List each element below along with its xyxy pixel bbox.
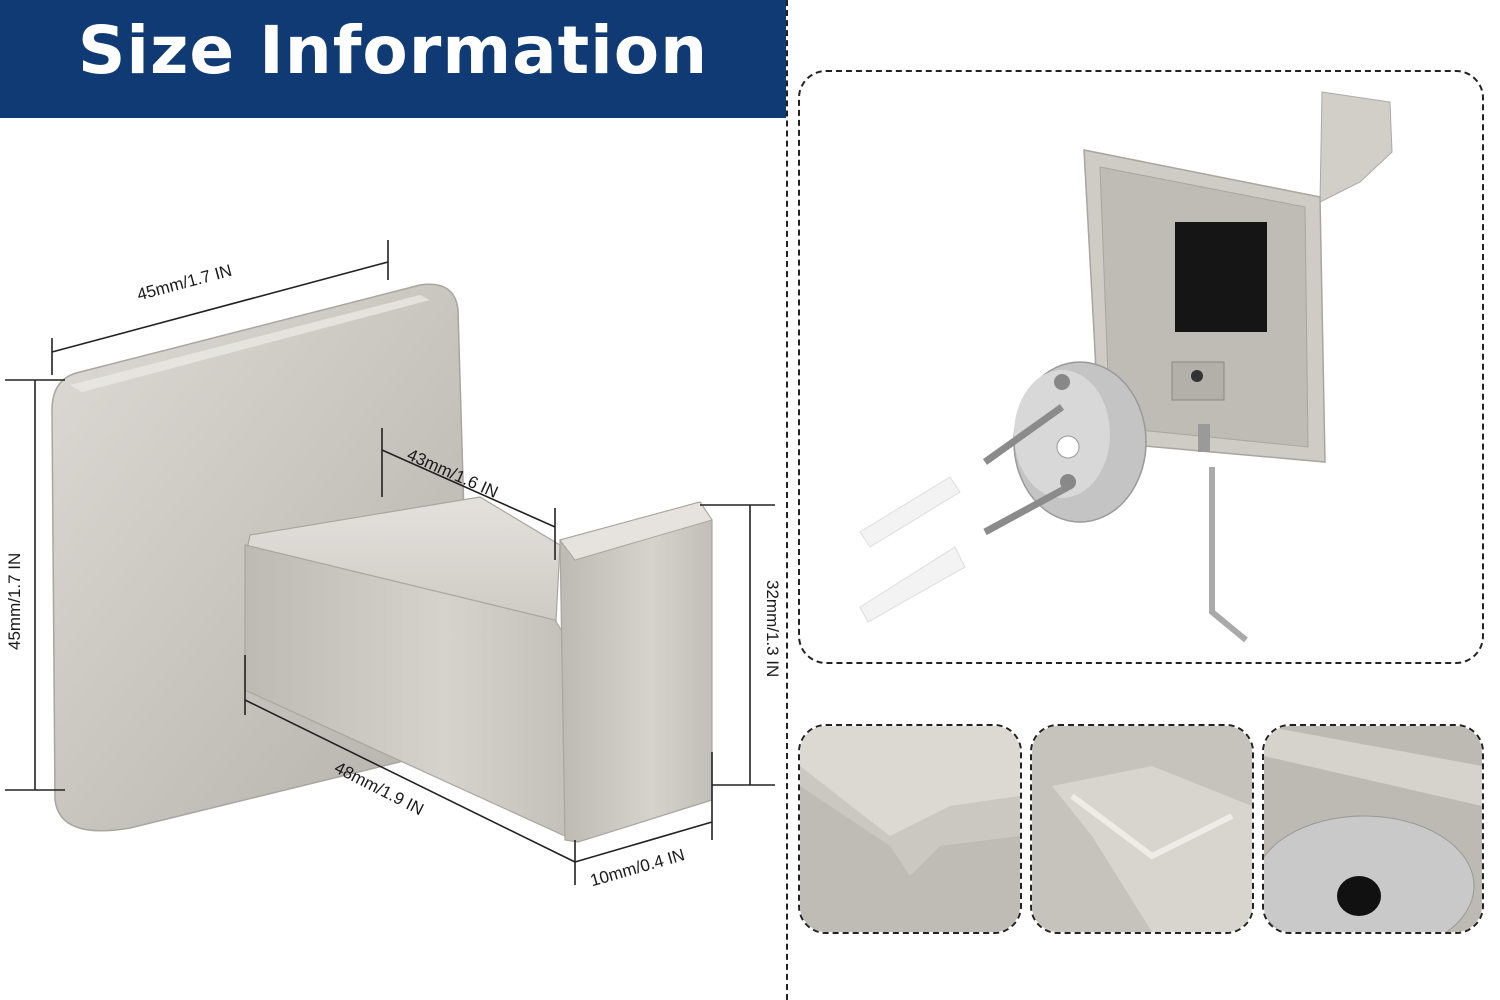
assembly-illustration (859, 91, 1393, 643)
hook-height-label: 32mm/1.3 IN (763, 580, 782, 678)
corner-closeup (1032, 726, 1252, 932)
hook-tip-closeup (800, 726, 1020, 932)
mount-plate-closeup (1264, 726, 1482, 932)
base-height-label: 45mm/1.7 IN (5, 552, 24, 650)
vertical-divider (786, 0, 788, 1000)
banner-title: Size Information (77, 12, 709, 89)
title-banner: Size Information (0, 0, 786, 118)
assembly-panel (798, 70, 1484, 664)
detail-panel-hook-tip (798, 724, 1022, 934)
hook-product-illustration (5, 240, 775, 885)
detail-panel-mount (1262, 724, 1484, 934)
detail-panel-corner (1030, 724, 1254, 934)
